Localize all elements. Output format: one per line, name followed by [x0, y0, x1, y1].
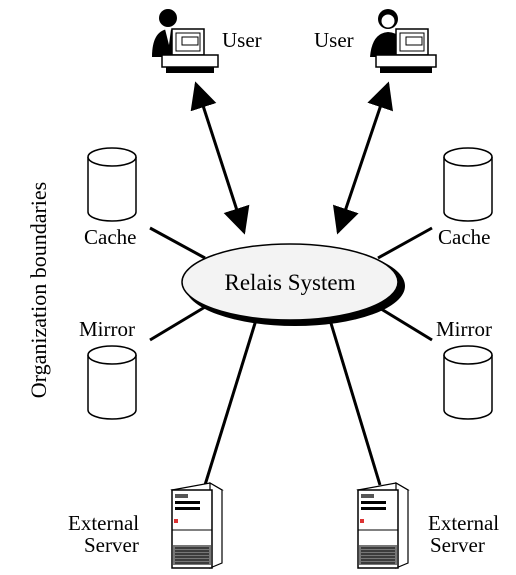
user-right-label: User	[314, 28, 354, 52]
link-mirror-left	[149, 305, 206, 342]
user-right-node: User	[314, 9, 437, 73]
cache-left-node: Cache	[84, 147, 137, 249]
link-cache-right	[377, 226, 433, 260]
database-cylinder-icon	[87, 147, 137, 222]
connections	[149, 81, 433, 486]
organization-boundaries-label: Organization boundaries	[26, 182, 51, 398]
link-server-right	[328, 319, 382, 486]
link-mirror-right	[377, 305, 433, 342]
mirror-right-node: Mirror	[436, 317, 493, 420]
mirror-right-label: Mirror	[436, 317, 492, 341]
database-cylinder-icon	[443, 147, 493, 222]
external-server-right-node: External Server	[356, 481, 499, 569]
cache-right-node: Cache	[438, 147, 493, 249]
link-user-left	[190, 81, 250, 235]
database-cylinder-icon	[443, 345, 493, 420]
mirror-left-label: Mirror	[79, 317, 135, 341]
user-icon	[152, 9, 219, 73]
user-icon	[370, 9, 437, 73]
server-left-label-line2: Server	[84, 533, 139, 557]
link-user-right	[332, 81, 394, 235]
cache-left-label: Cache	[84, 225, 136, 249]
cache-right-label: Cache	[438, 225, 490, 249]
database-cylinder-icon	[87, 345, 137, 420]
server-right-label-line1: External	[428, 511, 499, 535]
relais-system-label: Relais System	[225, 270, 356, 295]
user-left-label: User	[222, 28, 262, 52]
external-server-left-node: External Server	[68, 481, 224, 569]
server-right-label-line2: Server	[430, 533, 485, 557]
server-tower-icon	[356, 481, 410, 569]
user-left-node: User	[152, 9, 262, 73]
mirror-left-node: Mirror	[79, 317, 137, 420]
relais-system-node: Relais System	[181, 243, 405, 326]
link-server-left	[203, 319, 258, 486]
server-left-label-line1: External	[68, 511, 139, 535]
link-cache-left	[149, 226, 206, 260]
server-tower-icon	[170, 481, 224, 569]
